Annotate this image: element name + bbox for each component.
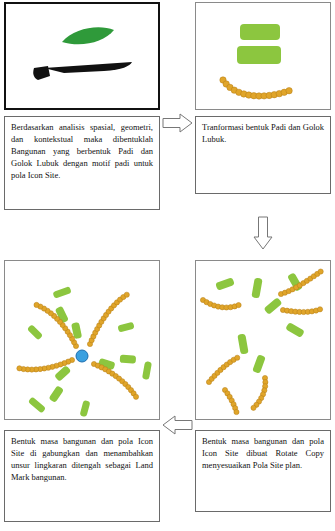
chain-segment <box>34 302 39 307</box>
mass-bar <box>215 277 235 291</box>
flow-arrow <box>163 416 192 434</box>
golok-handle <box>33 66 50 80</box>
golok-chain <box>90 294 128 344</box>
mass-bar <box>264 297 283 315</box>
icon-arm <box>18 286 87 354</box>
flow-arrow <box>163 114 192 132</box>
caption-box: Bentuk masa bangunan dan pola Icon Site … <box>4 430 160 522</box>
mass-bar <box>251 277 262 298</box>
chain-segment <box>317 307 322 312</box>
golok-chain <box>34 304 76 346</box>
image-frame <box>195 260 331 420</box>
chain-segment <box>318 269 323 274</box>
golok-chain <box>281 270 323 294</box>
mass-bar <box>237 333 248 354</box>
chain-segment <box>17 366 22 371</box>
golok-chain <box>94 364 138 400</box>
rotate-copy-illustration <box>195 260 331 420</box>
caption-box: Berdasarkan analisis spasial, geometri, … <box>4 116 160 210</box>
chain-segment <box>235 355 240 360</box>
caption-text: Bentuk masa bangunan dan pola Icon Site … <box>202 436 324 472</box>
golok-chain <box>209 356 241 382</box>
caption-box: Bentuk masa bangunan dan pola Icon Site … <box>195 430 331 512</box>
padi-golok-illustration <box>4 2 160 110</box>
caption-text: Bentuk masa bangunan dan pola Icon Site … <box>11 436 153 484</box>
leaf-shape <box>62 27 114 44</box>
mass-bar <box>252 354 266 374</box>
caption-box: Tranformasi bentuk Padi dan Golok Lubuk. <box>195 116 331 194</box>
chain-segment <box>236 302 241 307</box>
transform-illustration <box>195 2 331 110</box>
step-panel: Bentuk masa bangunan dan pola Icon Site … <box>4 260 160 522</box>
caption-text: Berdasarkan analisis spasial, geometri, … <box>11 122 153 181</box>
icon-arm <box>28 362 104 420</box>
chain-segment <box>124 292 129 297</box>
icon-arm <box>97 317 158 380</box>
chain-segment <box>234 409 239 414</box>
step-panel: Bentuk masa bangunan dan pola Icon Site … <box>195 260 331 512</box>
image-frame <box>195 2 331 110</box>
image-frame <box>4 260 160 420</box>
step-panel: Berdasarkan analisis spasial, geometri, … <box>4 2 160 210</box>
chain-segment <box>133 394 138 399</box>
landmark-circle <box>76 350 88 362</box>
mass-bar <box>240 24 280 40</box>
chain-segment <box>286 88 292 94</box>
combined-illustration <box>4 260 160 420</box>
mass-bar <box>285 322 305 338</box>
mass-bar <box>237 46 281 64</box>
step-panel: Tranformasi bentuk Padi dan Golok Lubuk. <box>195 2 331 194</box>
caption-text: Tranformasi bentuk Padi dan Golok Lubuk. <box>202 122 324 146</box>
chain-segment <box>251 405 256 410</box>
image-frame <box>4 2 160 110</box>
flow-arrow <box>254 217 272 249</box>
golok-blade <box>44 62 132 73</box>
